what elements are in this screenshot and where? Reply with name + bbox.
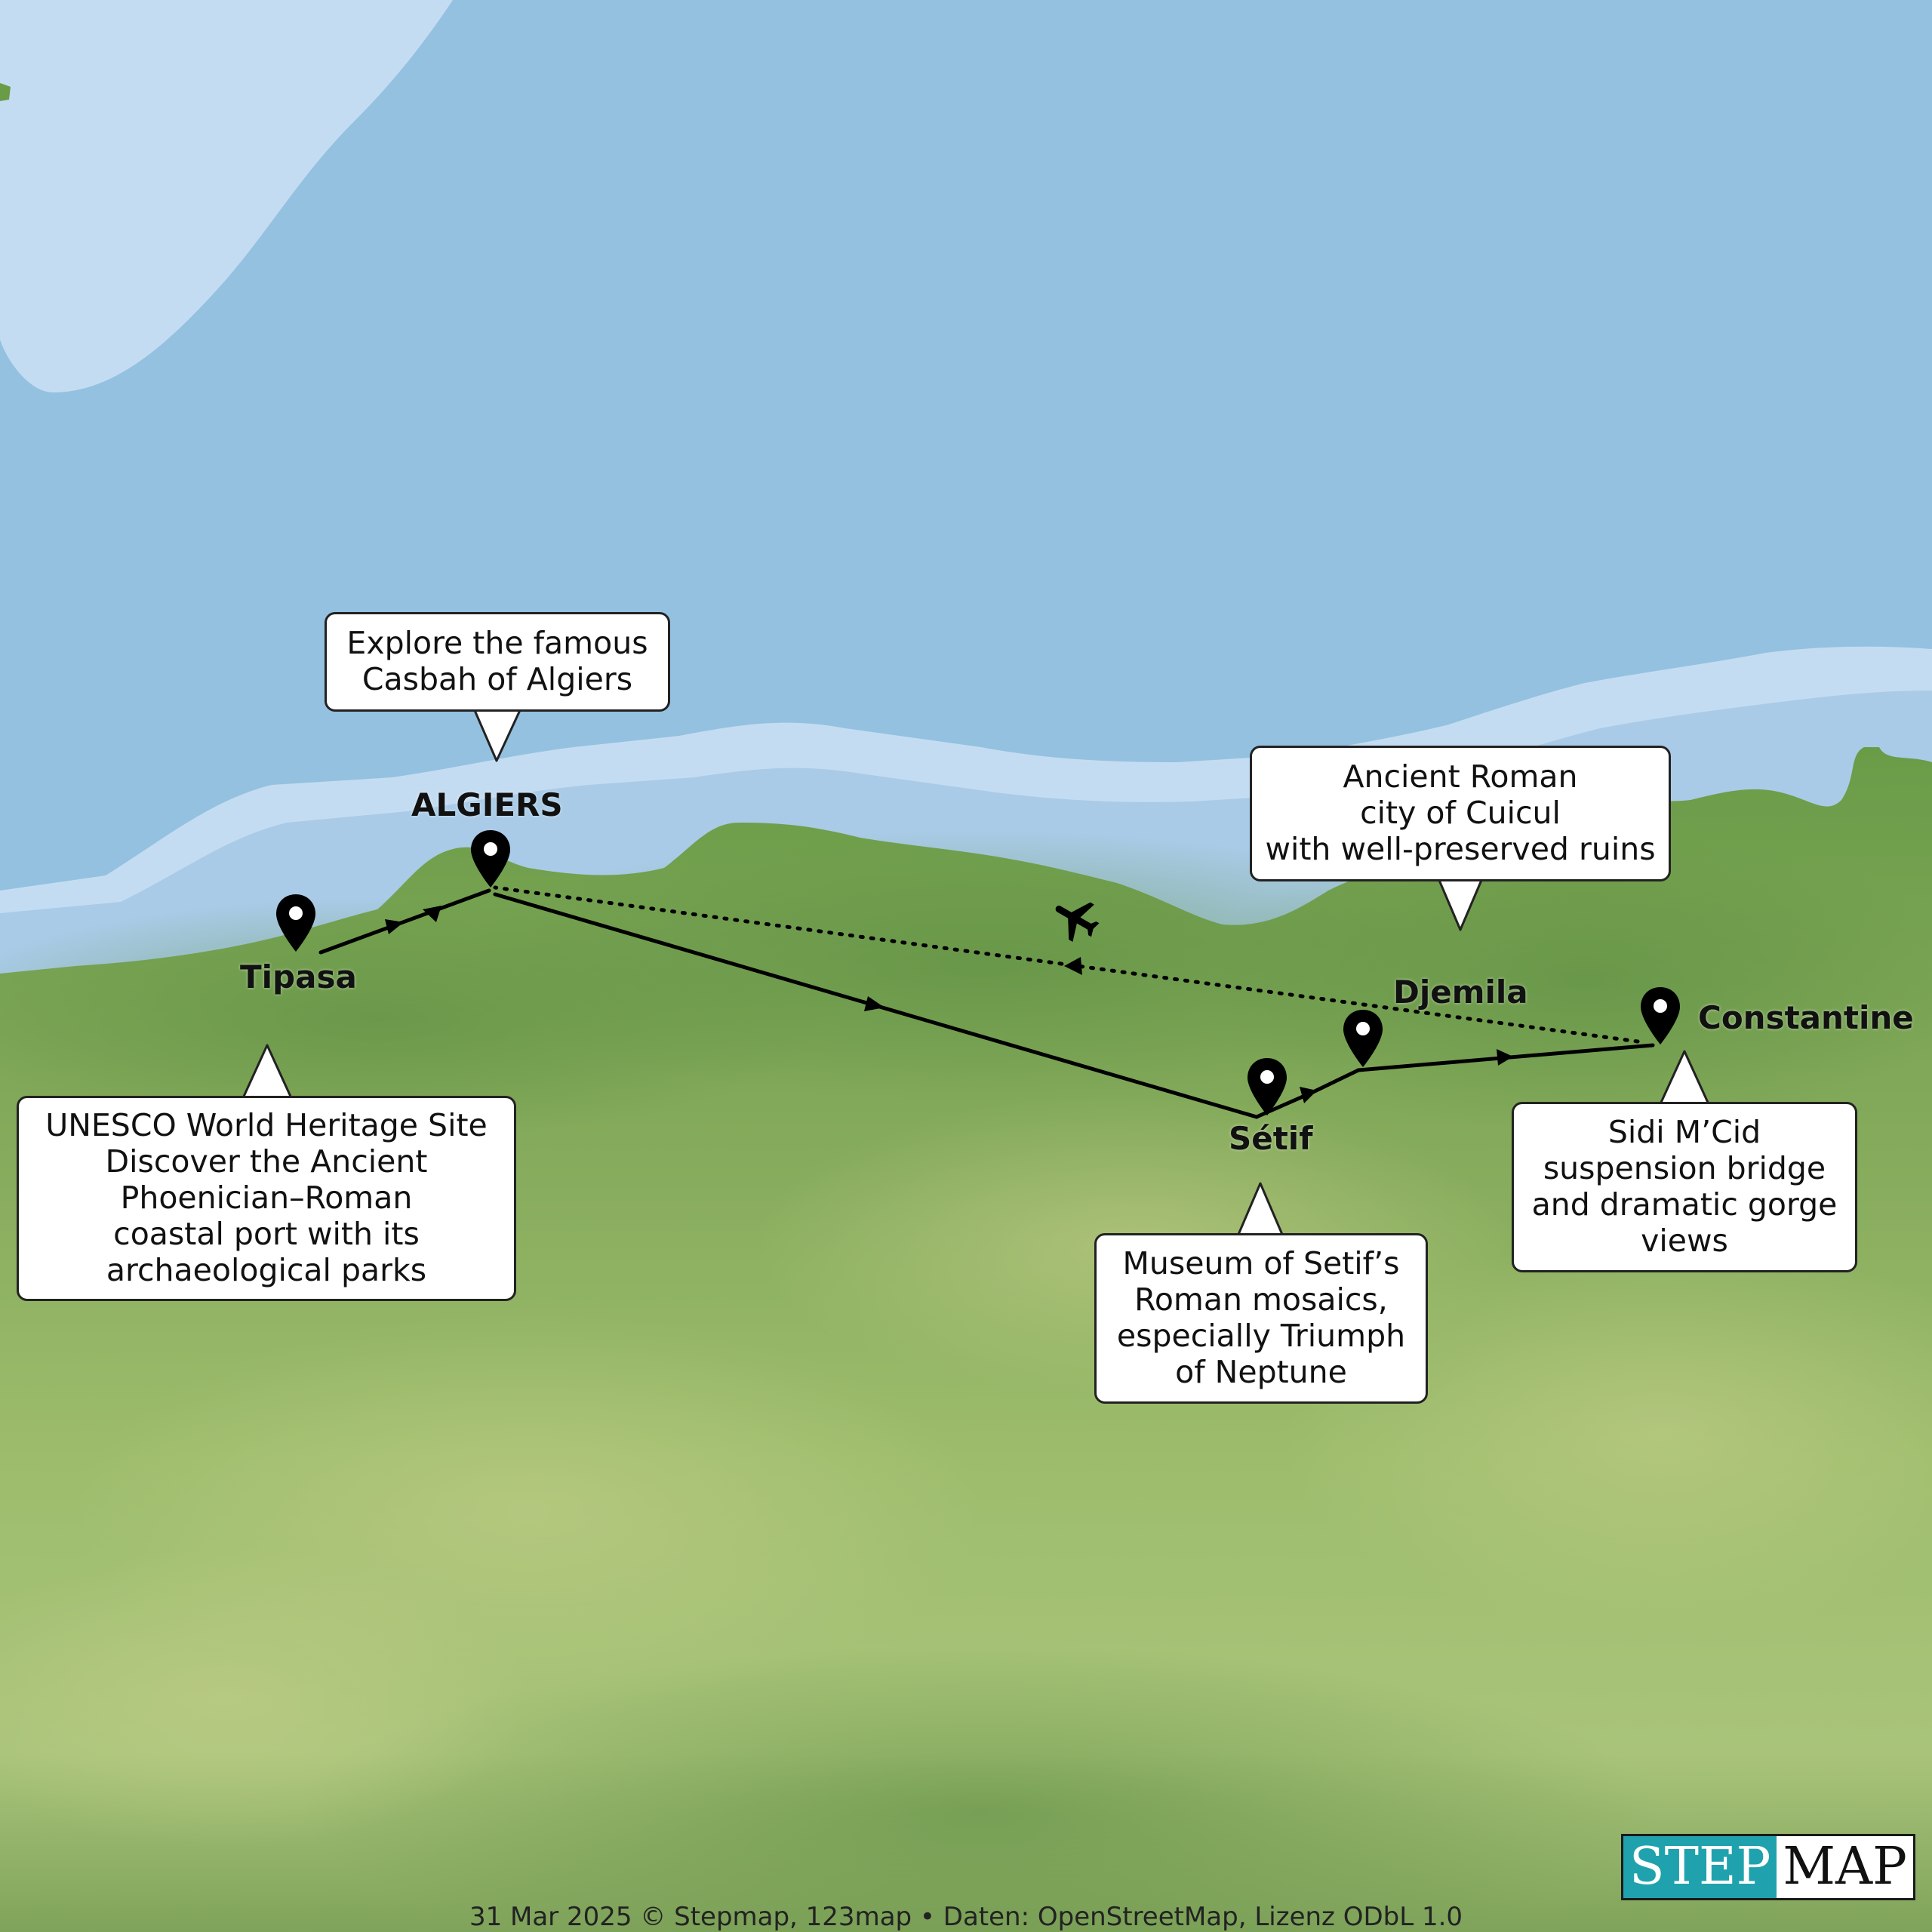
- map-pin-icon-djemila[interactable]: [1342, 1008, 1384, 1069]
- callout-tipasa: UNESCO World Heritage Site Discover the …: [17, 1096, 516, 1301]
- route-tipasa-algiers: [318, 888, 491, 955]
- callout-line: Explore the famous: [346, 625, 648, 662]
- callout-djemila: Ancient Roman city of Cuicul with well-p…: [1250, 746, 1671, 881]
- shallow-water-northwest: [0, 0, 453, 392]
- map-pin-icon-tipasa[interactable]: [275, 893, 317, 953]
- route-arrow: [864, 996, 884, 1011]
- callout-line: coastal port with its: [113, 1215, 420, 1252]
- flight-route-constantine-algiers: [493, 885, 1640, 1044]
- callout-line: Discover the Ancient: [105, 1143, 428, 1180]
- callout-line: UNESCO World Heritage Site: [45, 1107, 488, 1144]
- airplane-icon: [1055, 902, 1100, 942]
- route-arrow: [1064, 957, 1082, 975]
- route-arrow: [1300, 1087, 1317, 1103]
- callout-line: of Neptune: [1175, 1353, 1347, 1390]
- route-arrow: [1497, 1049, 1513, 1066]
- map-pin-icon-setif[interactable]: [1246, 1057, 1288, 1117]
- route-arrow: [423, 906, 441, 922]
- callout-line: Sidi M’Cid: [1607, 1114, 1761, 1151]
- terrain-shading: [0, 830, 1932, 1932]
- city-label-setif: Sétif: [1229, 1120, 1313, 1157]
- callout-line: Ancient Roman: [1343, 758, 1578, 795]
- city-label-constantine: Constantine: [1698, 999, 1914, 1036]
- land-islet: [0, 83, 11, 101]
- logo-part-step: STEP: [1623, 1836, 1777, 1898]
- stepmap-logo[interactable]: STEP MAP: [1621, 1834, 1915, 1900]
- callout-line: and dramatic gorge: [1531, 1186, 1838, 1223]
- route-arrows: [385, 906, 1513, 1103]
- callout-line: city of Cuicul: [1360, 795, 1561, 832]
- map-pin-icon-constantine[interactable]: [1639, 986, 1681, 1046]
- callout-line: with well-preserved ruins: [1265, 830, 1656, 867]
- callout-line: Casbah of Algiers: [361, 661, 633, 697]
- callout-line: Phoenician–Roman: [120, 1180, 413, 1217]
- city-label-tipasa: Tipasa: [240, 958, 357, 995]
- callout-line: Roman mosaics,: [1134, 1281, 1388, 1318]
- callout-line: views: [1641, 1222, 1728, 1259]
- logo-part-map: MAP: [1777, 1836, 1913, 1898]
- route-arrow: [385, 919, 404, 934]
- callout-line: archaeological parks: [106, 1251, 427, 1288]
- callout-line: Museum of Setif’s: [1122, 1245, 1400, 1282]
- callout-algiers: Explore the famous Casbah of Algiers: [325, 612, 670, 712]
- city-label-djemila: Djemila: [1393, 974, 1528, 1011]
- callout-line: especially Triumph: [1116, 1318, 1406, 1354]
- callout-constantine: Sidi M’Cid suspension bridge and dramati…: [1512, 1102, 1857, 1272]
- attribution-text: 31 Mar 2025 © Stepmap, 123map • Daten: O…: [469, 1902, 1463, 1932]
- city-label-algiers: ALGIERS: [411, 786, 563, 823]
- callout-setif: Museum of Setif’s Roman mosaics, especia…: [1094, 1233, 1428, 1404]
- map-pin-icon-algiers[interactable]: [469, 829, 512, 889]
- callout-line: suspension bridge: [1543, 1150, 1826, 1187]
